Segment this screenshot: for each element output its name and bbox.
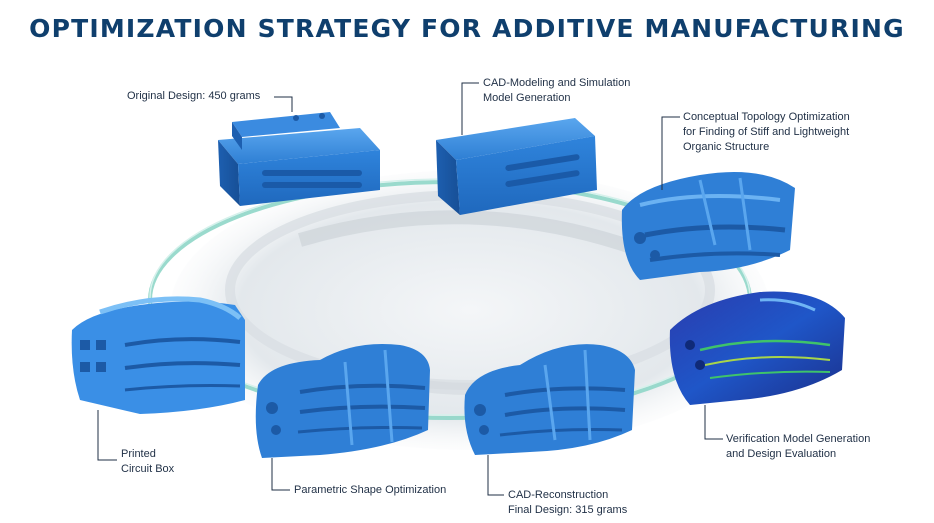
- topology-optimization-part: [621, 171, 795, 280]
- leader-lines: [97, 82, 723, 496]
- verification-part: [669, 291, 845, 405]
- label-original-design: Original Design: 450 grams: [127, 90, 261, 102]
- page-title: OPTIMIZATION STRATEGY FOR ADDITIVE MANUF…: [29, 14, 905, 43]
- original-design-part: [218, 112, 380, 206]
- cad-reconstruction-part: [464, 344, 635, 455]
- printed-part: [71, 296, 246, 414]
- label-verification: Verification Model Generation and Design…: [726, 433, 871, 460]
- cad-model-part: [436, 118, 597, 215]
- parametric-shape-part: [255, 344, 430, 458]
- label-cad-reconstruction: CAD-Reconstruction Final Design: 315 gra…: [508, 489, 628, 516]
- label-parametric-shape: Parametric Shape Optimization: [294, 484, 447, 496]
- label-printed-circuit-box: Printed Circuit Box: [121, 448, 175, 475]
- label-topology-optimization: Conceptual Topology Optimization for Fin…: [683, 111, 850, 153]
- label-cad-modeling: CAD-Modeling and Simulation Model Genera…: [483, 77, 631, 104]
